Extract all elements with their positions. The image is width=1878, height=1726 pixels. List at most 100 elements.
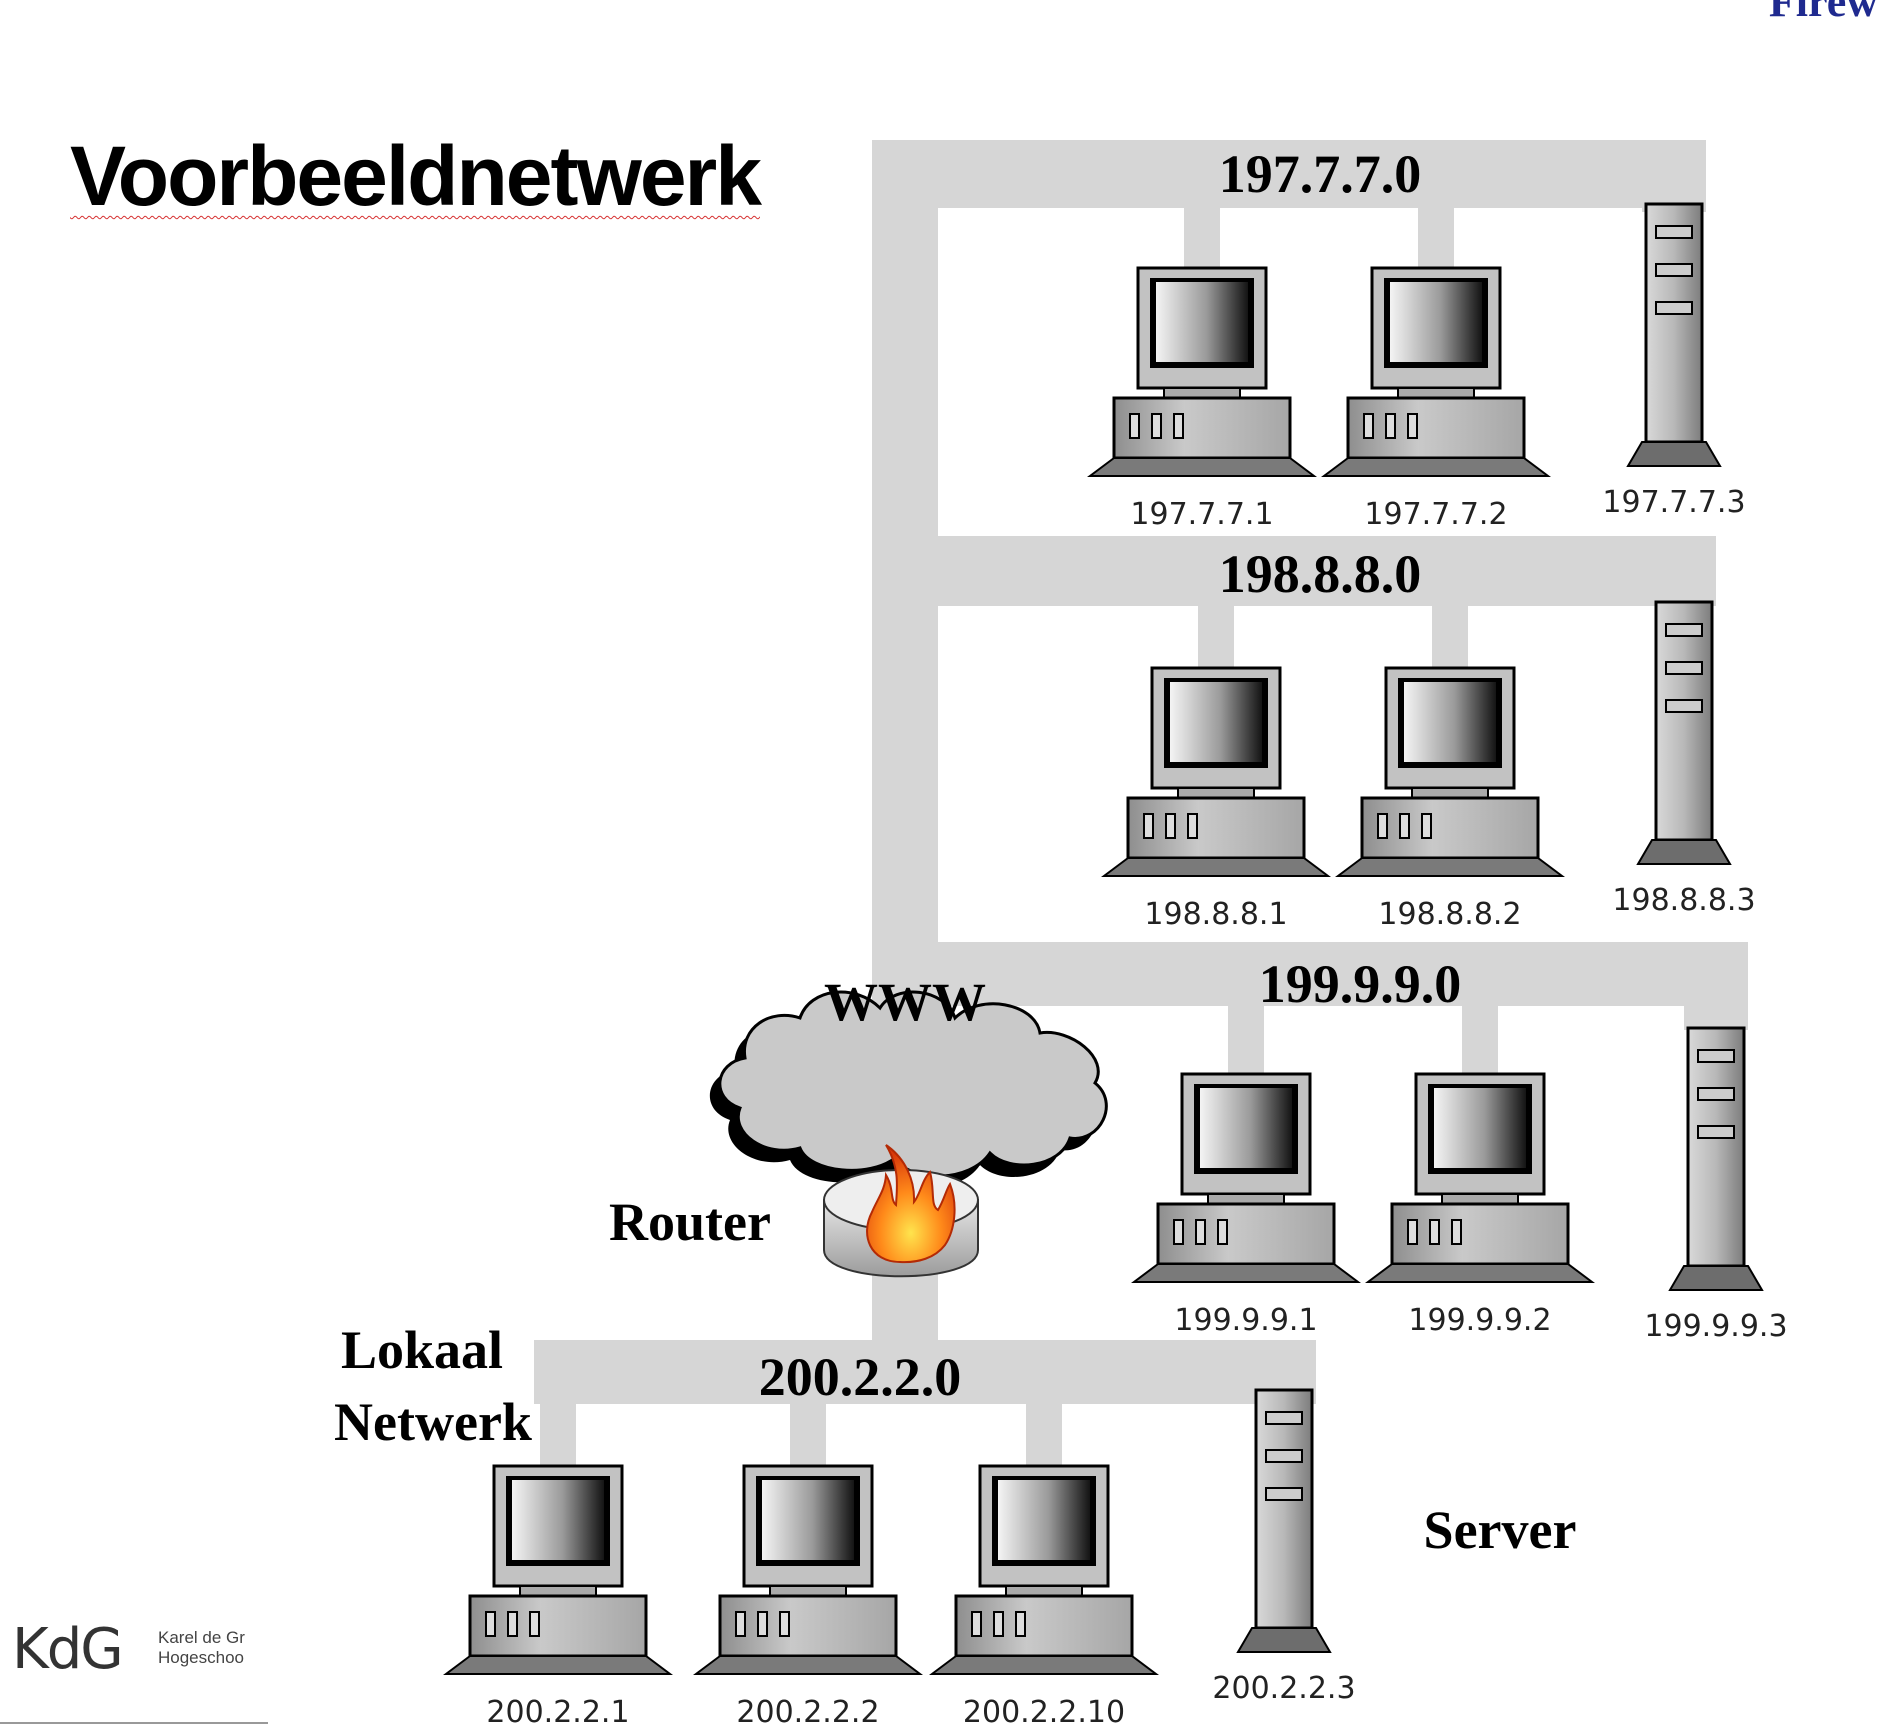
monitor-screen: [1390, 282, 1482, 362]
footer-divider: [0, 1722, 268, 1724]
server-tower: [1254, 1388, 1314, 1630]
server-bay: [1697, 1049, 1735, 1063]
server-base: [1236, 1627, 1332, 1653]
ip-label: 199.9.9.1: [1174, 1303, 1317, 1338]
monitor-screen: [1434, 1088, 1526, 1168]
drive-slot: [993, 1611, 1004, 1637]
workstation-1-1: 198.8.8.2: [1335, 666, 1565, 932]
local-workstation-0: 200.2.2.1: [443, 1464, 673, 1726]
monitor-screen: [1156, 282, 1248, 362]
www-cloud: WWW: [709, 972, 1108, 1189]
ip-label: 198.8.8.3: [1612, 883, 1755, 918]
pc-case: [1112, 396, 1292, 460]
workstation-1-0: 198.8.8.1: [1101, 666, 1331, 932]
workstation-0-0: 197.7.7.1: [1087, 266, 1317, 532]
network-label-199: 199.9.9.0: [1259, 954, 1462, 1014]
server-bay: [1265, 1411, 1303, 1425]
drive-slot: [1421, 813, 1432, 839]
logo-mark: KdG: [12, 1620, 124, 1680]
network-label-197: 197.7.7.0: [1219, 144, 1422, 204]
pc-case: [1360, 796, 1540, 860]
drive-slot: [1217, 1219, 1228, 1245]
drive-slot: [1195, 1219, 1206, 1245]
pc-base: [929, 1655, 1159, 1675]
local-server: 200.2.2.3: [1212, 1388, 1356, 1706]
server-bay: [1665, 623, 1703, 637]
drive-slot: [735, 1611, 746, 1637]
logo-text-line1: Karel de Gr: [158, 1628, 245, 1647]
pc-base: [1321, 457, 1551, 477]
ip-label: 200.2.2.3: [1212, 1671, 1355, 1706]
network-cabling: [534, 140, 1748, 1468]
drop-local-srv: [1252, 1340, 1316, 1388]
server-bay: [1697, 1087, 1735, 1101]
pc-case: [954, 1594, 1134, 1658]
server-2: 199.9.9.3: [1644, 1026, 1788, 1344]
server-bay: [1655, 263, 1693, 277]
server-tower: [1644, 202, 1704, 444]
drive-slot: [1129, 413, 1140, 439]
server-tower: [1654, 600, 1714, 842]
workstation-2-1: 199.9.9.2: [1365, 1072, 1595, 1338]
server-base: [1626, 441, 1722, 467]
network-labels: 197.7.7.0 198.8.8.0 199.9.9.0 200.2.2.0 …: [334, 144, 1576, 1560]
monitor-screen: [512, 1480, 604, 1560]
bus-197: [872, 140, 1706, 208]
page-title: Voorbeeldnetwerk: [70, 129, 762, 223]
drive-slot: [507, 1611, 518, 1637]
drop-199-pc1: [1228, 1000, 1264, 1076]
drop-199-pc2: [1462, 1000, 1498, 1076]
server-base: [1636, 839, 1732, 865]
ip-label: 199.9.9.3: [1644, 1309, 1787, 1344]
drive-slot: [1165, 813, 1176, 839]
local-network-label: 200.2.2.0: [759, 1347, 962, 1407]
local-workstation-1: 200.2.2.2: [693, 1464, 923, 1726]
local-label-line1: Lokaal: [341, 1320, 503, 1380]
local-workstation-2: 200.2.2.10: [929, 1464, 1159, 1726]
server-bay: [1665, 661, 1703, 675]
ip-label: 200.2.2.10: [963, 1695, 1125, 1726]
cloud-label: WWW: [824, 972, 986, 1032]
ip-label: 198.8.8.2: [1378, 897, 1521, 932]
drop-197-srv: [1642, 140, 1706, 212]
bus-198: [872, 536, 1716, 606]
pc-case: [718, 1594, 898, 1658]
server-bay: [1697, 1125, 1735, 1139]
drive-slot: [1399, 813, 1410, 839]
drive-slot: [1363, 413, 1374, 439]
server-bay: [1265, 1449, 1303, 1463]
local-label-line2: Netwerk: [334, 1392, 532, 1452]
monitor-screen: [1200, 1088, 1292, 1168]
monitor-screen: [1404, 682, 1496, 762]
pc-base: [443, 1655, 673, 1675]
drive-slot: [1173, 1219, 1184, 1245]
drive-slot: [485, 1611, 496, 1637]
drop-local-pc3: [1026, 1400, 1062, 1468]
ip-label: 197.7.7.2: [1364, 497, 1507, 532]
pc-base: [693, 1655, 923, 1675]
ip-label: 200.2.2.2: [736, 1695, 879, 1726]
drop-local-pc2: [790, 1400, 826, 1468]
server-bay: [1655, 225, 1693, 239]
bus-199: [938, 942, 1748, 1006]
drive-slot: [779, 1611, 790, 1637]
pc-case: [468, 1594, 648, 1658]
server-label: Server: [1424, 1500, 1577, 1560]
ip-label: 200.2.2.1: [486, 1695, 629, 1726]
drop-local-pc1: [540, 1400, 576, 1468]
pc-case: [1390, 1202, 1570, 1266]
monitor-screen: [762, 1480, 854, 1560]
pc-base: [1087, 457, 1317, 477]
drive-slot: [1187, 813, 1198, 839]
pc-case: [1126, 796, 1306, 860]
header-title-fragment: Firew: [1768, 0, 1878, 26]
drive-slot: [1385, 413, 1396, 439]
drop-199-srv: [1684, 942, 1748, 1030]
pc-base: [1101, 857, 1331, 877]
drop-198-pc2: [1432, 600, 1468, 670]
drop-198-pc1: [1198, 600, 1234, 670]
router: Router: [609, 1144, 979, 1278]
ip-label: 198.8.8.1: [1144, 897, 1287, 932]
logo-text-line2: Hogeschoo: [158, 1648, 245, 1667]
